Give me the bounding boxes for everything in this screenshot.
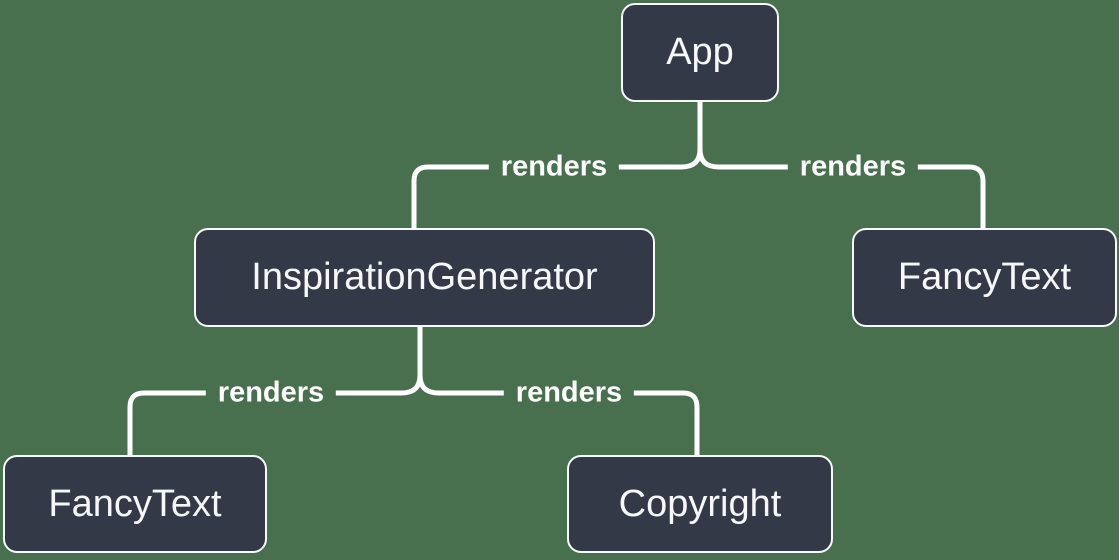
node-fancy-text-bottom: FancyText [3, 455, 267, 553]
edge-label-renders-app-fancytext: renders [787, 150, 919, 184]
edge-label-renders-app-inspirationgenerator: renders [488, 150, 620, 184]
node-copyright: Copyright [567, 455, 833, 553]
node-fancy-text-right: FancyText [852, 228, 1117, 327]
edge-label-renders-inspirationgenerator-fancytext: renders [205, 376, 337, 410]
node-app: App [621, 3, 779, 102]
edge-label-renders-inspirationgenerator-copyright: renders [503, 376, 635, 410]
node-inspiration-generator: InspirationGenerator [194, 228, 655, 327]
